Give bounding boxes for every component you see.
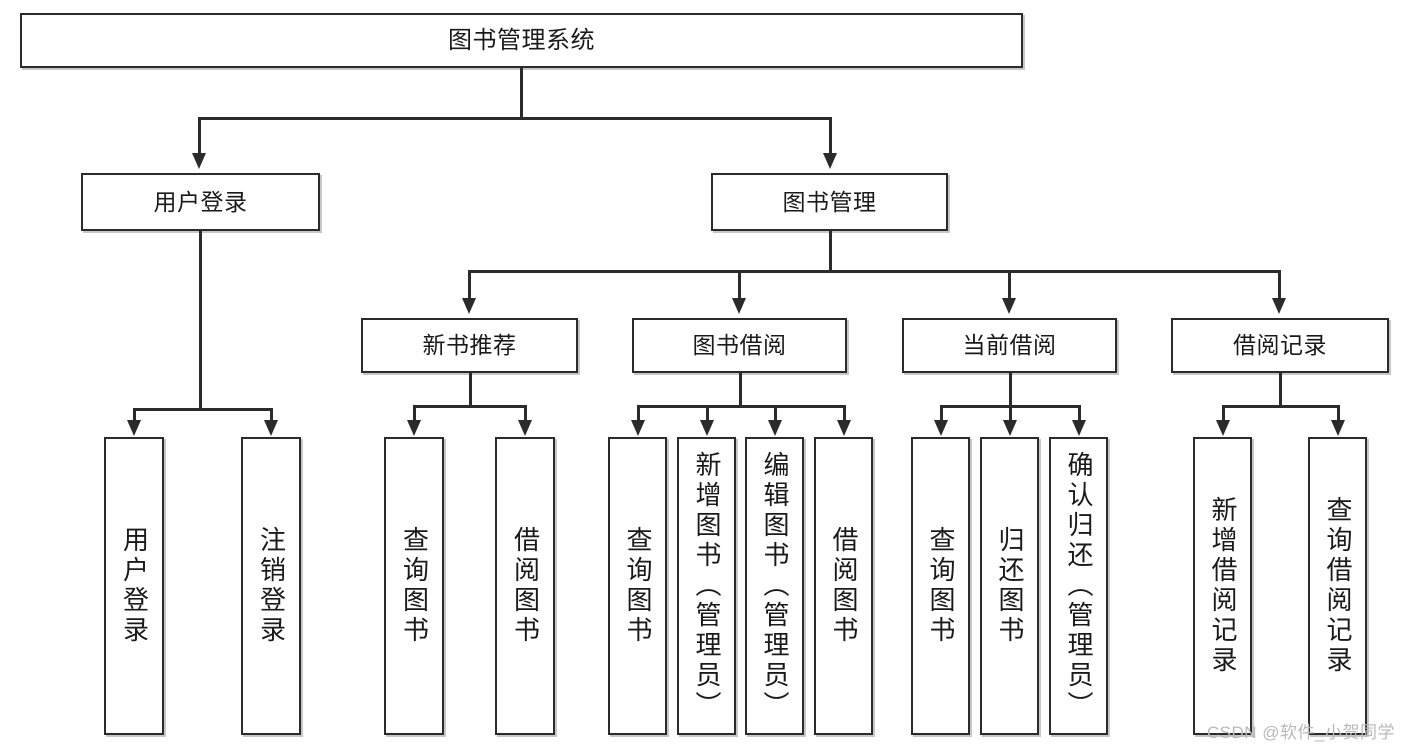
- connector-book-borrow-drop-2: [706, 405, 709, 422]
- connector-current-borrow-drop-3: [1078, 405, 1081, 422]
- connector-user-login-stem: [199, 231, 202, 410]
- leaf-book-borrow-add[interactable]: 新增图书（管理员）: [677, 437, 736, 735]
- leaf-borrow-record-query[interactable]: 查询借阅记录: [1308, 437, 1367, 735]
- arrowhead-to-book-management: [823, 153, 837, 169]
- node-label: 确认归还（管理员）: [1064, 451, 1095, 721]
- connector-current-borrow-stem: [1009, 373, 1012, 408]
- connector-user-login-drop-2: [270, 408, 273, 422]
- node-label: 借阅图书: [510, 526, 541, 646]
- connector-new-book-bus: [413, 405, 526, 408]
- connector-root-drop-right: [829, 117, 832, 155]
- node-borrow-record[interactable]: 借阅记录: [1171, 318, 1389, 373]
- connector-borrow-record-drop-1: [1222, 405, 1225, 422]
- connector-new-book-drop-1: [413, 405, 416, 422]
- leaf-new-book-borrow[interactable]: 借阅图书: [495, 437, 555, 735]
- connector-root-bus: [198, 117, 831, 120]
- connector-current-borrow-drop-1: [940, 405, 943, 422]
- node-label: 用户登录: [119, 526, 150, 646]
- node-user-login[interactable]: 用户登录: [81, 173, 320, 231]
- leaf-new-book-query[interactable]: 查询图书: [384, 437, 444, 735]
- connector-level3-bus: [468, 270, 1280, 273]
- node-book-management-system[interactable]: 图书管理系统: [20, 13, 1023, 68]
- connector-borrow-record-drop-2: [1337, 405, 1340, 422]
- connector-borrow-record-bus: [1222, 405, 1339, 408]
- connector-level3-drop-2: [738, 270, 741, 300]
- connector-book-borrow-drop-4: [843, 405, 846, 422]
- connector-borrow-record-stem: [1279, 373, 1282, 408]
- arrowhead-current-borrow-leaf-2: [1003, 420, 1017, 436]
- node-label: 图书管理系统: [448, 26, 595, 54]
- csdn-watermark: CSDN @软件_小贺同学: [1206, 723, 1395, 742]
- leaf-current-borrow-confirm[interactable]: 确认归还（管理员）: [1049, 437, 1108, 735]
- node-label: 借阅记录: [1233, 332, 1327, 359]
- node-label: 用户登录: [153, 188, 248, 215]
- connector-root-stem: [520, 68, 523, 118]
- arrowhead-to-book-borrow: [732, 298, 746, 314]
- connector-book-borrow-drop-1: [637, 405, 640, 422]
- connector-level3-drop-1: [468, 270, 471, 300]
- node-label: 注销登录: [256, 526, 287, 646]
- arrowhead-user-login-leaf-1: [127, 420, 141, 436]
- arrowhead-to-borrow-record: [1272, 298, 1286, 314]
- arrowhead-book-borrow-leaf-3: [768, 420, 782, 436]
- arrowhead-borrow-record-leaf-1: [1216, 420, 1230, 436]
- node-label: 查询借阅记录: [1323, 496, 1354, 676]
- node-current-borrow[interactable]: 当前借阅: [902, 318, 1117, 373]
- leaf-book-borrow-borrow[interactable]: 借阅图书: [814, 437, 873, 735]
- connector-root-drop-left: [198, 117, 201, 155]
- connector-book-borrow-bus: [637, 405, 845, 408]
- leaf-book-borrow-edit[interactable]: 编辑图书（管理员）: [745, 437, 804, 735]
- node-label: 图书借阅: [692, 332, 787, 359]
- connector-new-book-stem: [469, 373, 472, 408]
- node-label: 查询图书: [926, 526, 957, 646]
- arrowhead-current-borrow-leaf-3: [1072, 420, 1086, 436]
- connector-level3-drop-4: [1278, 270, 1281, 300]
- connector-current-borrow-drop-2: [1009, 405, 1012, 422]
- node-label: 新书推荐: [422, 332, 517, 359]
- arrowhead-book-borrow-leaf-1: [631, 420, 645, 436]
- arrowhead-to-user-login: [192, 153, 206, 169]
- node-book-borrow[interactable]: 图书借阅: [632, 318, 847, 373]
- node-label: 借阅图书: [829, 526, 860, 646]
- node-label: 新增图书（管理员）: [692, 451, 723, 721]
- arrowhead-borrow-record-leaf-2: [1331, 420, 1345, 436]
- arrowhead-new-book-leaf-1: [407, 420, 421, 436]
- leaf-borrow-record-add[interactable]: 新增借阅记录: [1193, 437, 1252, 735]
- node-book-management[interactable]: 图书管理: [711, 173, 948, 231]
- connector-level3-drop-3: [1008, 270, 1011, 300]
- connector-book-borrow-stem: [739, 373, 742, 408]
- arrowhead-current-borrow-leaf-1: [934, 420, 948, 436]
- arrowhead-book-borrow-leaf-4: [837, 420, 851, 436]
- node-new-book-recommend[interactable]: 新书推荐: [361, 318, 578, 373]
- arrowhead-to-new-book: [462, 298, 476, 314]
- connector-book-borrow-drop-3: [774, 405, 777, 422]
- leaf-book-borrow-query[interactable]: 查询图书: [608, 437, 667, 735]
- node-label: 查询图书: [623, 526, 654, 646]
- node-label: 编辑图书（管理员）: [760, 451, 791, 721]
- leaf-current-borrow-query[interactable]: 查询图书: [911, 437, 970, 735]
- arrowhead-new-book-leaf-2: [518, 420, 532, 436]
- leaf-user-login[interactable]: 用户登录: [104, 437, 164, 735]
- node-label: 查询图书: [399, 526, 430, 646]
- leaf-logout[interactable]: 注销登录: [241, 437, 301, 735]
- connector-new-book-drop-2: [524, 405, 527, 422]
- arrowhead-to-current-borrow: [1002, 298, 1016, 314]
- node-label: 新增借阅记录: [1208, 496, 1239, 676]
- node-label: 图书管理: [782, 188, 877, 215]
- connector-user-login-bus: [133, 408, 272, 411]
- connector-user-login-drop-1: [133, 408, 136, 422]
- arrowhead-book-borrow-leaf-2: [700, 420, 714, 436]
- leaf-current-borrow-return[interactable]: 归还图书: [980, 437, 1039, 735]
- connector-book-management-stem: [829, 231, 832, 272]
- node-label: 归还图书: [995, 526, 1026, 646]
- arrowhead-user-login-leaf-2: [264, 420, 278, 436]
- node-label: 当前借阅: [962, 332, 1057, 359]
